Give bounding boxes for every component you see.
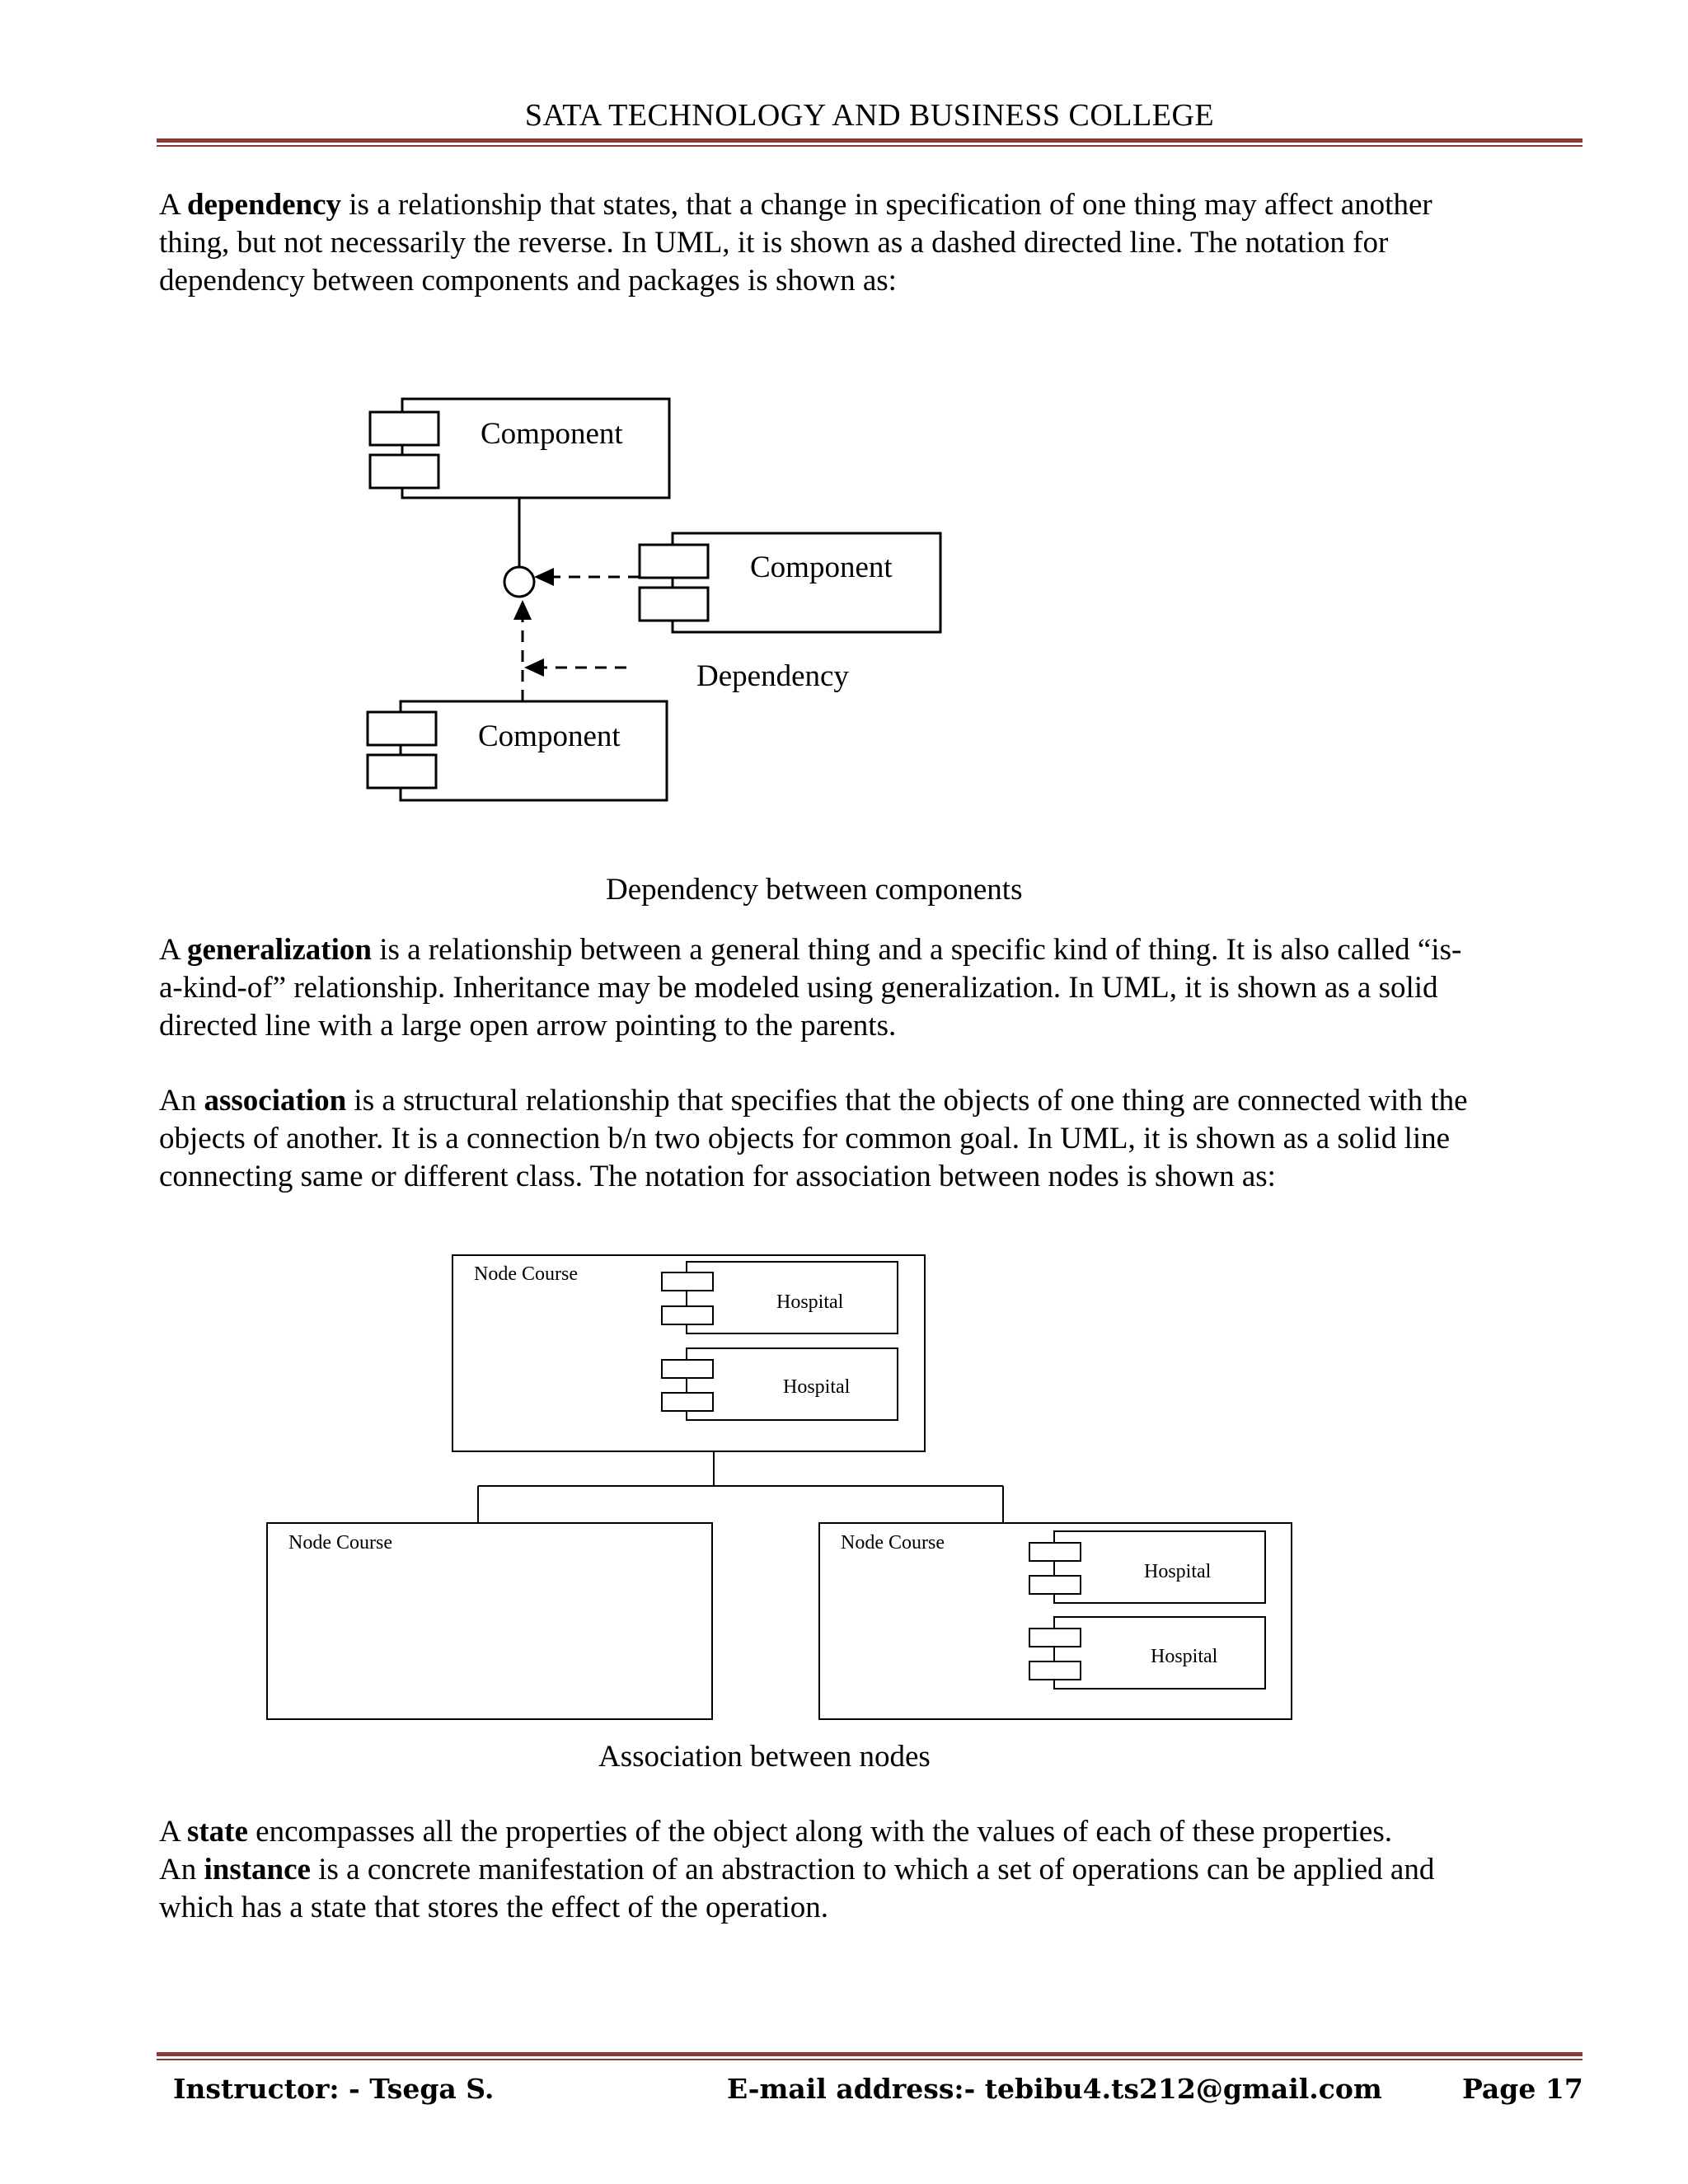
- figure1-caption: Dependency between components: [606, 873, 1023, 907]
- state-prefix: A: [159, 1815, 187, 1849]
- generalization-prefix: A: [159, 933, 187, 967]
- instance-line-2: which has a state that stores the effect…: [159, 1891, 828, 1924]
- dependency-line-2: thing, but not necessarily the reverse. …: [159, 226, 1389, 260]
- component-bottom-label: Component: [478, 719, 621, 753]
- component-right: Component: [638, 532, 942, 634]
- component-bottom: Component: [366, 700, 668, 802]
- interface-circle: [503, 565, 536, 598]
- node-bottom-right: Node Course Hospital Hospital: [818, 1522, 1292, 1720]
- component-top: Component: [368, 397, 671, 499]
- component-top-label: Component: [481, 417, 623, 451]
- node-top: Node Course Hospital Hospital: [452, 1254, 926, 1452]
- dependency-legend-arrowhead: [524, 658, 544, 677]
- dependency-legend-label: Dependency: [696, 659, 849, 693]
- state-line-1: A state encompasses all the properties o…: [159, 1813, 1577, 1851]
- node-top-label: Node Course: [474, 1263, 578, 1285]
- dependency-prefix: A: [159, 188, 187, 222]
- footer-email: E-mail address:- tebibu4.ts212@gmail.com: [727, 2073, 1382, 2105]
- association-line-1: An association is a structural relations…: [159, 1082, 1577, 1120]
- generalization-line-1: A generalization is a relationship betwe…: [159, 931, 1577, 969]
- node-bottom-right-component-1: Hospital: [1144, 1561, 1212, 1582]
- figure2-caption: Association between nodes: [598, 1740, 931, 1774]
- state-text-1: encompasses all the properties of the ob…: [247, 1815, 1392, 1849]
- instance-line-1: An instance is a concrete manifestation …: [159, 1851, 1577, 1889]
- footer-rule-thick: [157, 2052, 1582, 2056]
- node-bottom-left-label: Node Course: [288, 1532, 392, 1554]
- generalization-line-3: directed line with a large open arrow po…: [159, 1009, 897, 1043]
- association-line-3: connecting same or different class. The …: [159, 1160, 1276, 1193]
- instance-prefix: An: [159, 1853, 204, 1886]
- node-bottom-left: Node Course: [266, 1522, 713, 1720]
- node-bottom-right-label: Node Course: [841, 1532, 945, 1554]
- dependency-line-1: A dependency is a relationship that stat…: [159, 186, 1577, 224]
- dependency-term: dependency: [186, 188, 342, 222]
- association-term: association: [204, 1084, 347, 1118]
- dependency-arrowhead-right: [534, 568, 554, 586]
- header-rule-thick: [157, 138, 1582, 143]
- footer-instructor: Instructor: - Tsega S.: [173, 2073, 495, 2105]
- footer-page-number: Page 17: [1462, 2073, 1583, 2105]
- generalization-line-2: a-kind-of” relationship. Inheritance may…: [159, 971, 1438, 1005]
- instance-text-1: is a concrete manifestation of an abstra…: [310, 1853, 1435, 1886]
- page-header-title: SATA TECHNOLOGY AND BUSINESS COLLEGE: [524, 98, 1215, 133]
- generalization-term: generalization: [186, 933, 372, 967]
- component-right-label: Component: [750, 551, 893, 584]
- association-prefix: An: [159, 1084, 204, 1118]
- node-bottom-right-component-2: Hospital: [1151, 1646, 1218, 1667]
- header-rule-thin: [157, 145, 1582, 147]
- dependency-text-1: is a relationship that states, that a ch…: [341, 188, 1432, 222]
- state-term: state: [186, 1815, 248, 1849]
- node-top-component-1: Hospital: [776, 1291, 844, 1313]
- node-top-component-2: Hospital: [783, 1376, 851, 1398]
- footer-rule-thin: [157, 2059, 1582, 2060]
- dependency-paragraph: A dependency is a relationship that stat…: [159, 186, 1577, 300]
- dependency-line-3: dependency between components and packag…: [159, 264, 897, 298]
- association-line-2: objects of another. It is a connection b…: [159, 1122, 1451, 1155]
- generalization-text-1: is a relationship between a general thin…: [371, 933, 1462, 967]
- instance-term: instance: [204, 1853, 311, 1886]
- generalization-paragraph: A generalization is a relationship betwe…: [159, 931, 1577, 1045]
- dependency-arrowhead-bottom: [513, 600, 532, 620]
- association-paragraph: An association is a structural relations…: [159, 1082, 1577, 1196]
- state-instance-paragraph: A state encompasses all the properties o…: [159, 1813, 1577, 1927]
- association-text-1: is a structural relationship that specif…: [346, 1084, 1468, 1118]
